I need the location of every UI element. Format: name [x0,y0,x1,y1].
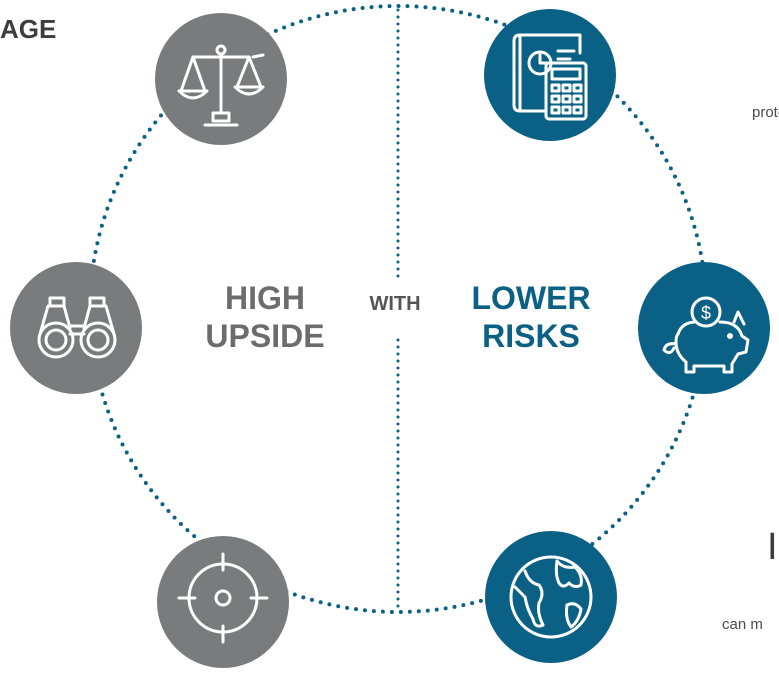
globe-icon [509,555,593,639]
lower-risks-label: LOWER RISKS [446,279,616,355]
binoculars-icon [37,296,117,359]
balance-scale-icon [177,44,265,127]
high-upside-line1: HIGH [225,280,305,316]
piggy-bank-dollar-icon: $ [662,296,750,374]
crosshair-target-icon [177,552,269,644]
with-connector-label: WITH [369,293,421,315]
corner-title: AGE [0,14,57,44]
node-crosshair [157,536,289,668]
node-piggy-bank: $ [638,262,770,394]
node-blueprint-calculator [484,9,616,141]
blueprint-calculator-icon [512,33,588,121]
lower-risks-line2: RISKS [482,318,580,354]
edge-glyph-right: I [767,526,778,568]
high-upside-line2: UPSIDE [205,318,325,354]
node-balance-scale [155,13,287,145]
svg-text:$: $ [701,303,711,323]
high-upside-label: HIGH UPSIDE [190,279,340,355]
edge-text-right-bottom: can m [722,616,763,633]
node-globe [485,531,617,663]
edge-text-right-top: prote [752,104,779,121]
lower-risks-line1: LOWER [471,280,591,316]
node-binoculars [10,262,142,394]
